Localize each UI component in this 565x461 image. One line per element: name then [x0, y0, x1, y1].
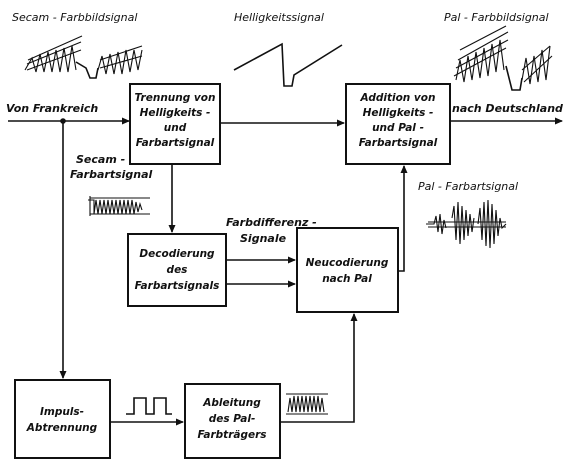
neucodierung-line-2: nach Pal	[322, 273, 372, 285]
secam-farbart-label-2: Farbartsignal	[70, 168, 153, 181]
impuls-waveform	[126, 397, 172, 415]
impuls-line-1: Impuls-	[40, 406, 84, 418]
addition-line-1: Addition von	[360, 92, 436, 104]
ableitung-box: Ableitung des Pal- Farbträgers	[184, 383, 281, 459]
pal-farbbildsignal-label: Pal - Farbbildsignal	[444, 11, 549, 24]
neucodierung-box: Neucodierung nach Pal	[296, 227, 399, 313]
trennung-box: Trennung von Helligkeits - und Farbartsi…	[129, 83, 221, 165]
secam-composite-waveform	[24, 35, 143, 79]
trennung-line-1: Trennung von	[135, 92, 216, 104]
secam-farbbildsignal-label: Secam - Farbbildsignal	[12, 11, 137, 24]
ableitung-line-3: Farbträgers	[197, 429, 266, 441]
pal-traeger-waveform	[286, 393, 328, 415]
decodierung-line-1: Decodierung	[139, 248, 215, 260]
decodierung-box: Decodierung des Farbartsignals	[127, 233, 227, 307]
trennung-line-2: Helligkeits -	[140, 107, 211, 119]
addition-box: Addition von Helligkeits - und Pal - Far…	[345, 83, 451, 165]
signale-label: Signale	[240, 232, 287, 245]
pal-farbart-waveform	[426, 199, 507, 249]
trennung-line-3: und	[164, 122, 187, 134]
impuls-box: Impuls- Abtrennung	[14, 379, 111, 459]
pal-farbartsignal-label: Pal - Farbartsignal	[418, 180, 518, 193]
farbdifferenz-label: Farbdifferenz -	[226, 216, 317, 229]
addition-line-2: Helligkeits -	[363, 107, 434, 119]
secam-farbart-label-1: Secam -	[76, 153, 125, 166]
neucodierung-line-1: Neucodierung	[306, 257, 389, 269]
decodierung-line-2: des	[167, 264, 188, 276]
helligkeitssignal-label: Helligkeitssignal	[234, 11, 324, 24]
neucodierung-to-addition-line	[398, 165, 408, 272]
addition-line-4: Farbartsignal	[359, 137, 438, 149]
ableitung-to-neucodierung-line	[280, 313, 358, 423]
secam-farbart-waveform	[88, 196, 150, 216]
ableitung-line-1: Ableitung	[202, 397, 261, 409]
trennung-line-4: Farbartsignal	[136, 137, 215, 149]
helligkeit-waveform	[233, 42, 343, 87]
impuls-line-2: Abtrennung	[26, 422, 98, 434]
von-frankreich-label: Von Frankreich	[6, 102, 98, 115]
pal-composite-waveform	[453, 25, 553, 91]
addition-line-3: und Pal -	[372, 122, 424, 134]
nach-deutschland-label: nach Deutschland	[452, 102, 563, 115]
ableitung-line-2: des Pal-	[209, 413, 256, 425]
decodierung-line-3: Farbartsignals	[135, 280, 220, 292]
